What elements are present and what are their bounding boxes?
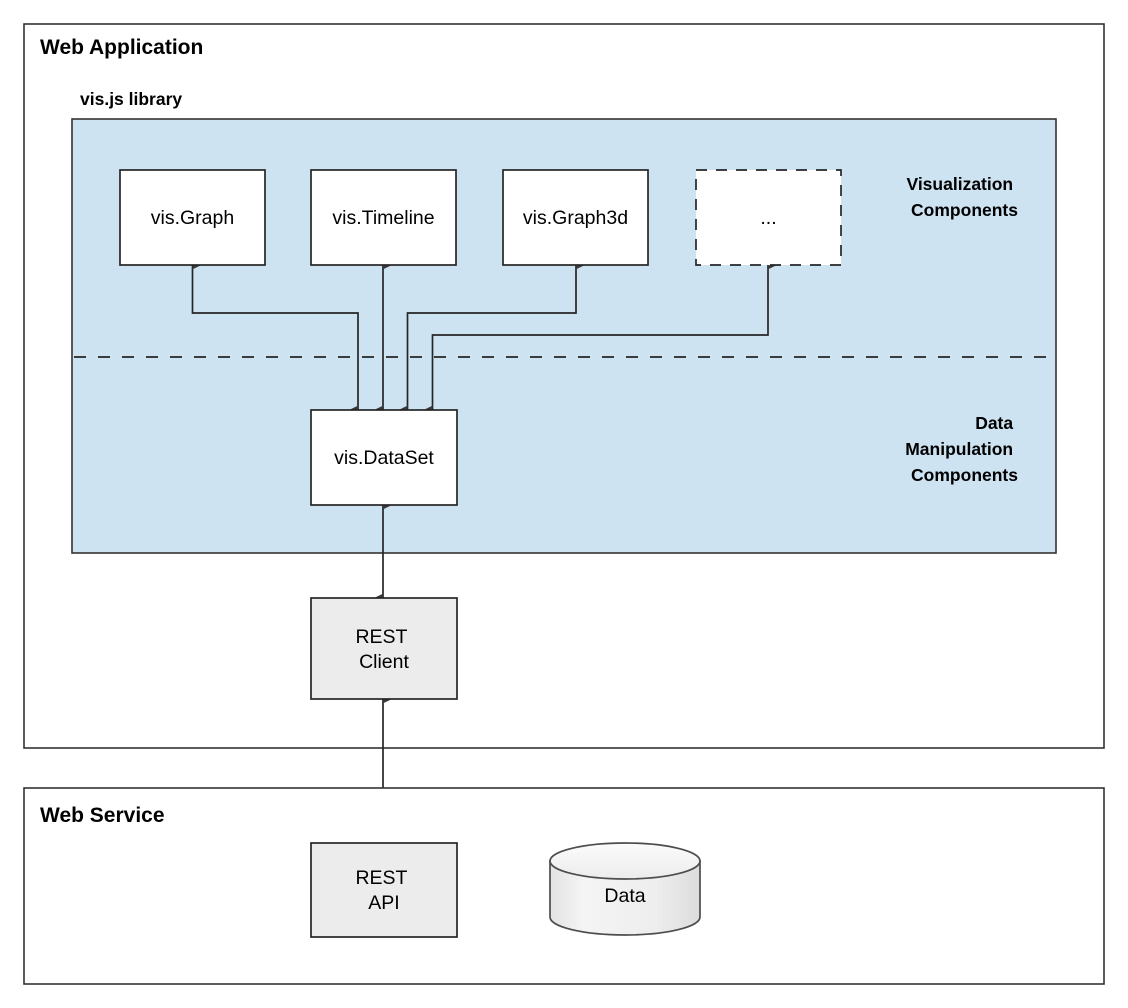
- node-rest-api[interactable]: [310, 842, 458, 938]
- node-vis-dataset[interactable]: [310, 409, 458, 506]
- node-vis-graph3d[interactable]: [502, 169, 649, 266]
- node-data-store-label: Data: [604, 885, 645, 907]
- node-vis-timeline[interactable]: [310, 169, 457, 266]
- connector-more-components-dataset: [423, 260, 778, 415]
- web-service-title: Web Service: [40, 804, 165, 827]
- node-vis-graph[interactable]: [119, 169, 266, 266]
- data-manipulation-components-label: Data Manipulation Components: [905, 413, 1018, 485]
- node-more-components[interactable]: [695, 169, 842, 266]
- node-vis-graph3d-label: vis.Graph3d: [523, 207, 628, 229]
- node-vis-dataset-label: vis.DataSet: [334, 447, 434, 469]
- vis-js-library-title: vis.js library: [80, 89, 182, 109]
- visualization-components-label: Visualization Components: [906, 174, 1018, 220]
- web-application-title: Web Application: [40, 36, 203, 59]
- node-rest-client[interactable]: [310, 597, 458, 700]
- node-data-store[interactable]: Data: [549, 842, 701, 936]
- node-rest-client-label: REST Client: [355, 626, 412, 673]
- node-rest-api-label: REST API: [355, 867, 412, 914]
- node-vis-graph-label: vis.Graph: [151, 207, 234, 229]
- node-more-components-label: ...: [760, 207, 776, 229]
- node-vis-timeline-label: vis.Timeline: [332, 207, 434, 229]
- cylinder-body: [549, 860, 701, 936]
- connector-vis-graph-dataset: [191, 260, 359, 415]
- cylinder-top-ellipse: [549, 842, 701, 880]
